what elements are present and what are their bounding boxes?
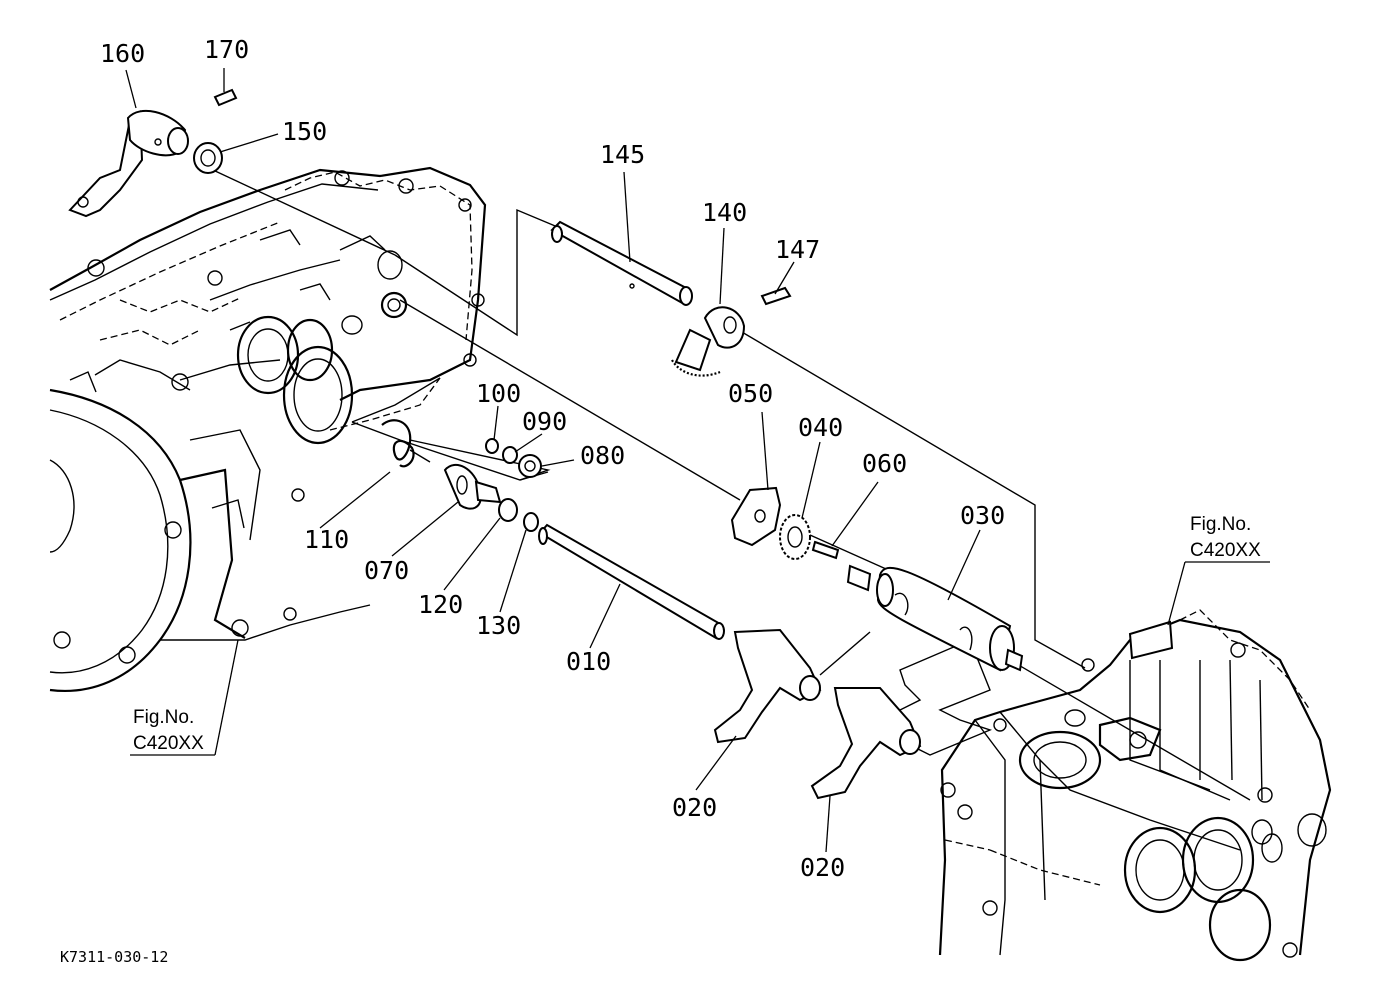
- part-ring-090: [502, 446, 518, 464]
- part-number-label: 110: [304, 525, 349, 554]
- part-shaft-145: [550, 220, 693, 306]
- part-number-label: 145: [600, 140, 645, 169]
- part-shift-drum-030: [846, 564, 1024, 672]
- assembly-center-lines: [212, 169, 1251, 801]
- part-fork-020-right: [810, 687, 922, 800]
- part-number-label: 170: [204, 35, 249, 64]
- part-shaft-010: [538, 523, 725, 640]
- left-transmission-housing: [49, 166, 487, 692]
- part-arm-140: [671, 306, 746, 377]
- part-number-label: 120: [418, 590, 463, 619]
- drawing-number: K7311-030-12: [60, 948, 168, 966]
- part-number-label: 140: [702, 198, 747, 227]
- part-number-label: 090: [522, 407, 567, 436]
- figure-reference-left: Fig.No. C420XX: [133, 707, 204, 754]
- part-number-label: 080: [580, 441, 625, 470]
- part-detent-070: [443, 463, 502, 510]
- part-bushing-080: [518, 454, 542, 478]
- fig-ref-line2: C420XX: [1190, 540, 1261, 561]
- part-number-label: 060: [862, 449, 907, 478]
- fig-ref-line1: Fig.No.: [133, 707, 194, 728]
- part-number-label: 040: [798, 413, 843, 442]
- part-number-label: 050: [728, 379, 773, 408]
- part-lever-160: [68, 109, 189, 218]
- part-number-label: 070: [364, 556, 409, 585]
- figure-reference-right: Fig.No. C420XX: [1190, 514, 1261, 561]
- part-number-label: 130: [476, 611, 521, 640]
- part-number-label: 030: [960, 501, 1005, 530]
- fig-ref-line1: Fig.No.: [1190, 514, 1251, 535]
- part-pin-170: [213, 88, 238, 107]
- part-spring-110: [381, 419, 431, 468]
- part-gear-040: [779, 514, 811, 560]
- leader-lines: [125, 68, 1270, 853]
- part-number-label: 160: [100, 39, 145, 68]
- part-pin-147: [760, 286, 792, 306]
- part-ring-120: [498, 498, 518, 522]
- part-number-labels: 160 170 150 145 140 147 100 090 080 050 …: [100, 35, 1005, 882]
- part-ring-100: [485, 438, 499, 454]
- fig-ref-line2: C420XX: [133, 733, 204, 754]
- part-number-label: 150: [282, 117, 327, 146]
- part-ring-130: [523, 512, 539, 532]
- part-number-label: 100: [476, 379, 521, 408]
- part-plate-050: [730, 486, 782, 547]
- part-number-label: 020: [672, 793, 717, 822]
- part-seal-150: [193, 142, 223, 174]
- part-pin-060: [811, 540, 840, 560]
- part-number-label: 010: [566, 647, 611, 676]
- part-number-label: 020: [800, 853, 845, 882]
- part-number-label: 147: [775, 235, 820, 264]
- part-fork-020-left: [713, 628, 822, 744]
